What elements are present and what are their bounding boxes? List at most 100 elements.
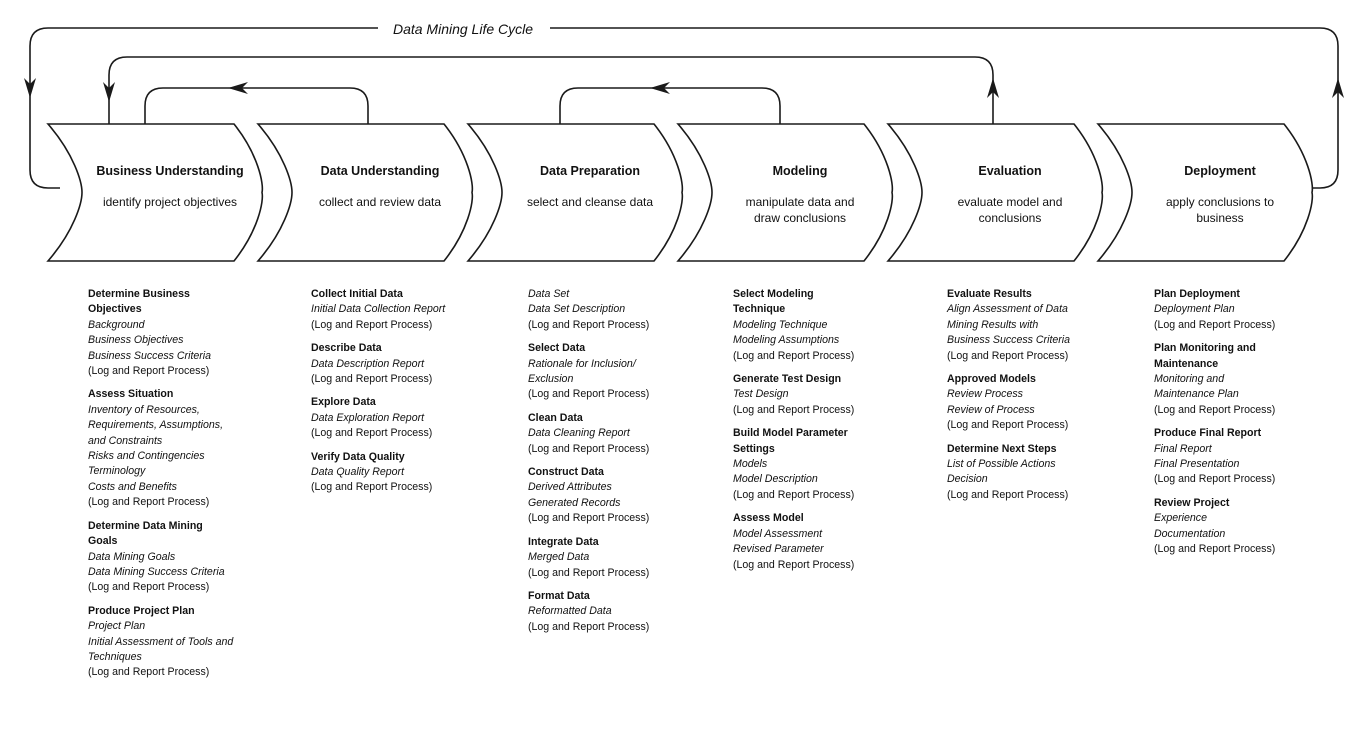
task-output: Decision [947, 473, 988, 486]
phase-deployment: Deployment apply conclusions to business [1096, 123, 1314, 262]
task-title: Produce Project Plan [88, 604, 195, 617]
phase-name: Evaluation [978, 164, 1041, 178]
log-and-report-note: (Log and Report Process) [1154, 403, 1276, 416]
task-title: Collect Initial Data [311, 288, 403, 300]
log-and-report-note: (Log and Report Process) [733, 403, 855, 416]
phase-chevron-shape [256, 123, 474, 262]
log-and-report-note: (Log and Report Process) [88, 581, 210, 594]
log-and-report-note: (Log and Report Process) [528, 566, 650, 579]
task-output: Risks and Contingencies [88, 450, 205, 463]
phase-name: Data Preparation [540, 164, 640, 178]
task-output: Data Cleaning Report [528, 427, 630, 440]
title-backdrop [378, 18, 550, 40]
phase-description: apply conclusions to [1166, 195, 1274, 209]
task-output: Documentation [1154, 527, 1226, 540]
task-output: List of Possible Actions [947, 458, 1056, 471]
task-output: Terminology [88, 465, 146, 478]
arrowhead-up [1332, 78, 1344, 98]
phase-description: collect and review data [319, 195, 441, 209]
task-output: Reformatted Data [528, 605, 612, 618]
task-output: Experience [1154, 512, 1207, 525]
task-output: Maintenance Plan [1154, 388, 1239, 401]
task-title: Select Data [528, 342, 586, 355]
phase-description: draw conclusions [754, 211, 846, 225]
phase-description: select and cleanse data [527, 195, 653, 209]
phase-description: manipulate data and [746, 195, 855, 209]
task-title: Determine Next Steps [947, 442, 1057, 455]
task-title: Construct Data [528, 466, 604, 479]
task-output: Background [88, 318, 145, 331]
task-output: Data Set [528, 288, 570, 300]
task-output: Modeling Technique [733, 318, 828, 331]
task-output: Data Quality Report [311, 466, 405, 479]
log-and-report-note: (Log and Report Process) [733, 488, 855, 501]
task-title: Evaluate Results [947, 288, 1032, 300]
phase-name: Modeling [773, 164, 828, 178]
task-output: Business Objectives [88, 334, 184, 347]
task-output: Inventory of Resources,Requirements, Ass… [88, 403, 224, 447]
task-output: Revised Parameter [733, 543, 824, 556]
flow-connectors [24, 27, 1344, 189]
log-and-report-note: (Log and Report Process) [88, 496, 210, 509]
task-output: Data Mining Goals [88, 550, 176, 563]
task-title: Explore Data [311, 396, 376, 409]
phase-name: Deployment [1184, 164, 1256, 178]
log-and-report-note: (Log and Report Process) [947, 419, 1069, 432]
task-title: Verify Data Quality [311, 450, 405, 463]
log-and-report-note: (Log and Report Process) [88, 666, 210, 679]
task-output: Models [733, 458, 768, 471]
task-output: Generated Records [528, 496, 621, 509]
task-output: Deployment Plan [1154, 303, 1235, 316]
task-title: Plan Deployment [1154, 288, 1240, 300]
phase-description: business [1196, 211, 1243, 225]
phase-modeling: Modeling manipulate data and draw conclusi… [676, 123, 894, 262]
phase-chevron-shape [886, 123, 1104, 262]
outer-cycle-loop [29, 27, 1339, 189]
task-title: Review Project [1154, 496, 1230, 509]
arrowhead-down [103, 82, 115, 102]
phase-chevron-shape [676, 123, 894, 262]
diagram-title: Data Mining Life Cycle [393, 21, 533, 37]
task-title: Assess Situation [88, 388, 174, 401]
task-output: Final Presentation [1154, 458, 1240, 471]
log-and-report-note: (Log and Report Process) [947, 349, 1069, 362]
log-and-report-note: (Log and Report Process) [733, 558, 855, 571]
log-and-report-note: (Log and Report Process) [311, 481, 433, 494]
task-output: Modeling Assumptions [733, 334, 840, 347]
arrowhead-down [24, 78, 36, 98]
task-output: Project Plan [88, 620, 146, 633]
log-and-report-note: (Log and Report Process) [88, 365, 210, 378]
log-and-report-note: (Log and Report Process) [947, 488, 1069, 501]
data-understanding-loop [144, 87, 369, 124]
evaluation-to-business-loop [108, 56, 994, 124]
task-output: Initial Data Collection Report [311, 303, 446, 316]
log-and-report-note: (Log and Report Process) [528, 442, 650, 455]
modeling-loop [559, 87, 781, 124]
